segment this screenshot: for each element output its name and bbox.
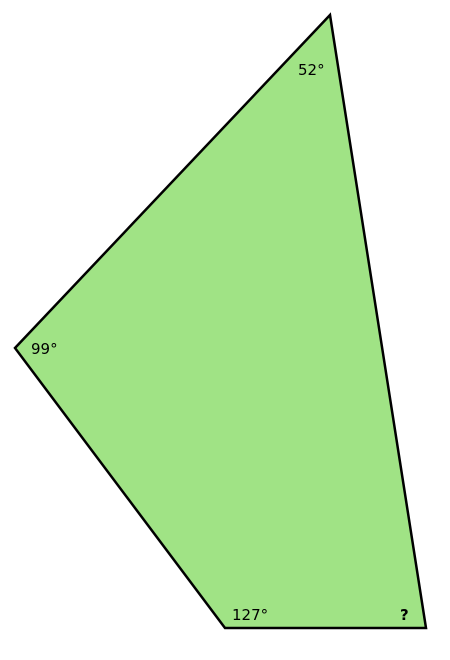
angle-label-left: 99° [31, 340, 58, 358]
quadrilateral-shape [13, 12, 428, 630]
unknown-angle-label: ? [400, 606, 409, 624]
angle-label-bottom-left: 127° [232, 606, 268, 624]
angle-label-top: 52° [298, 61, 325, 79]
